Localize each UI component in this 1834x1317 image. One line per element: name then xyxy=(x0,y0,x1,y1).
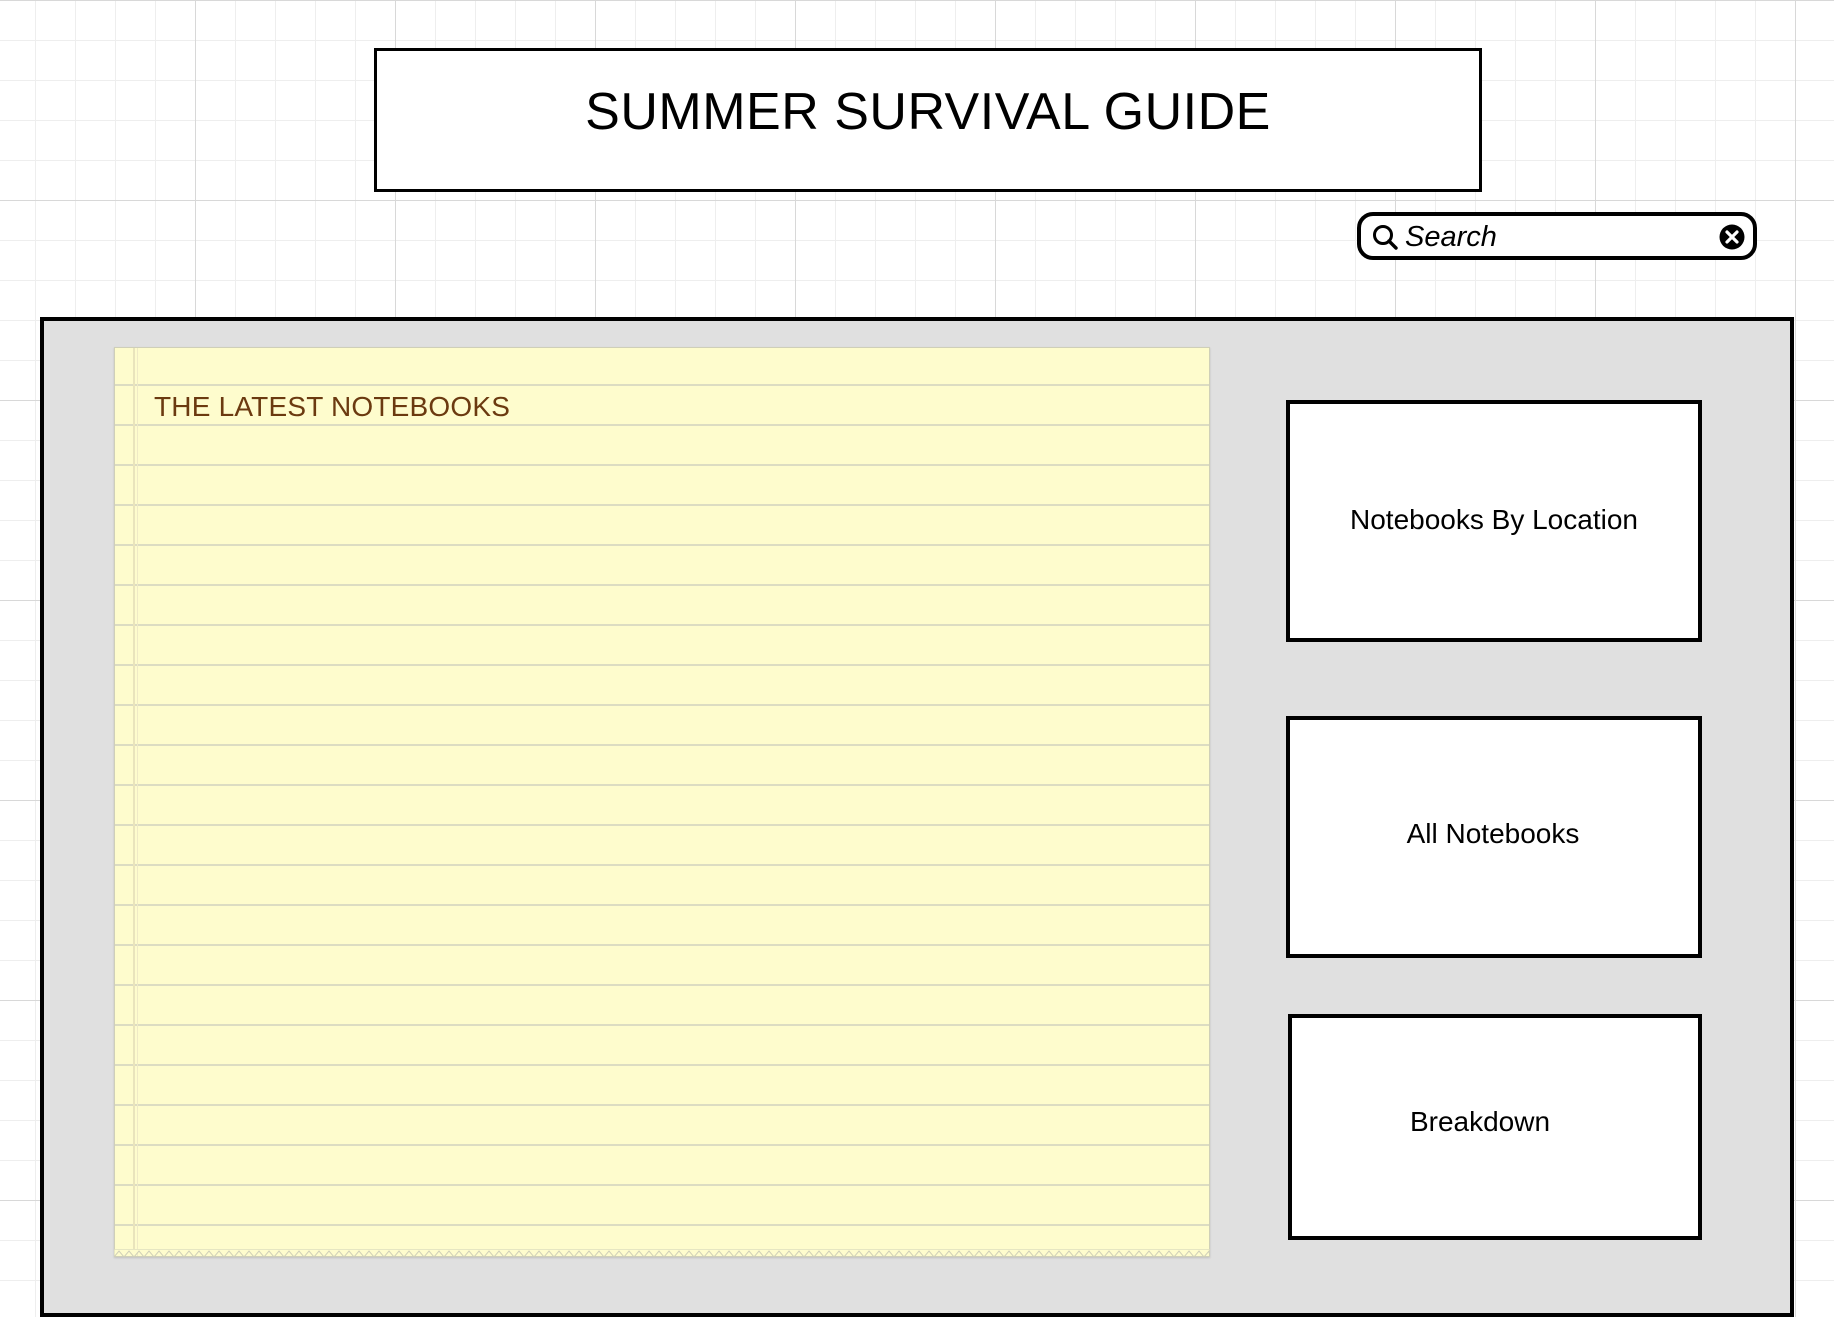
page-title: SUMMER SURVIVAL GUIDE xyxy=(585,83,1271,141)
all-notebooks-label: All Notebooks xyxy=(1406,818,1580,849)
notebooks-by-location-label: Notebooks By Location xyxy=(1350,504,1638,535)
search-bar[interactable] xyxy=(1357,212,1757,260)
notepad-margin-line xyxy=(133,348,135,1256)
search-icon xyxy=(1373,225,1398,250)
breakdown-label: Breakdown xyxy=(1409,1106,1551,1137)
notepad-heading: THE LATEST NOTEBOOKS xyxy=(154,391,511,422)
title-banner: SUMMER SURVIVAL GUIDE xyxy=(374,48,1482,192)
all-notebooks-button[interactable]: All Notebooks xyxy=(1286,716,1702,958)
latest-notebooks-notepad: THE LATEST NOTEBOOKS xyxy=(114,347,1210,1257)
notepad-margin-line xyxy=(137,348,138,1256)
search-input[interactable] xyxy=(1405,220,1705,254)
notepad-torn-edge xyxy=(114,1249,1210,1258)
breakdown-button[interactable]: Breakdown xyxy=(1288,1014,1702,1240)
notebooks-by-location-button[interactable]: Notebooks By Location xyxy=(1286,400,1702,642)
close-circle-icon[interactable] xyxy=(1717,222,1747,252)
